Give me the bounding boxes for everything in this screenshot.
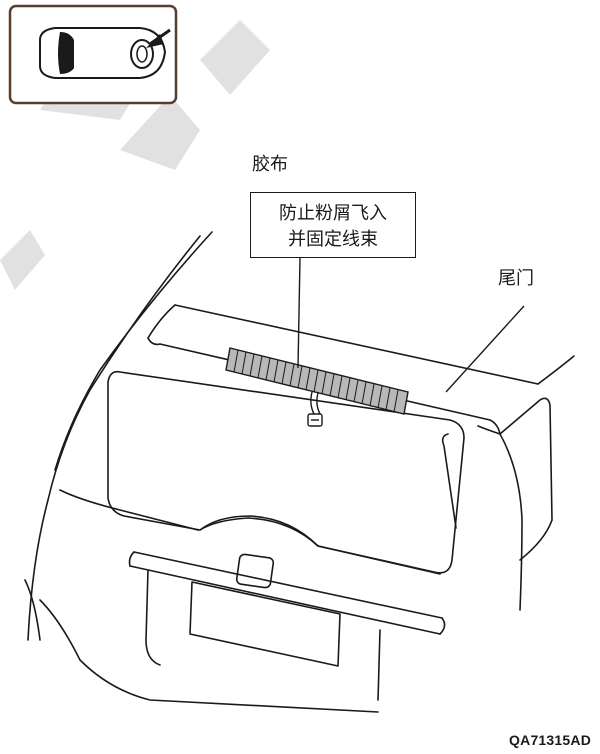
figure-code: QA71315AD — [509, 732, 591, 748]
tailgate-label: 尾门 — [498, 268, 534, 289]
tape-label: 胶布 — [252, 154, 288, 175]
leader-lines — [297, 257, 525, 393]
wire-harness-connector — [307, 391, 323, 427]
callout-line-1: 防止粉屑飞入 — [279, 203, 387, 224]
callout-box: 防止粉屑飞入 并固定线束 — [250, 192, 416, 258]
locator-inset — [8, 4, 178, 105]
tape-strip — [225, 347, 409, 415]
callout-line-2: 并固定线束 — [288, 229, 378, 250]
